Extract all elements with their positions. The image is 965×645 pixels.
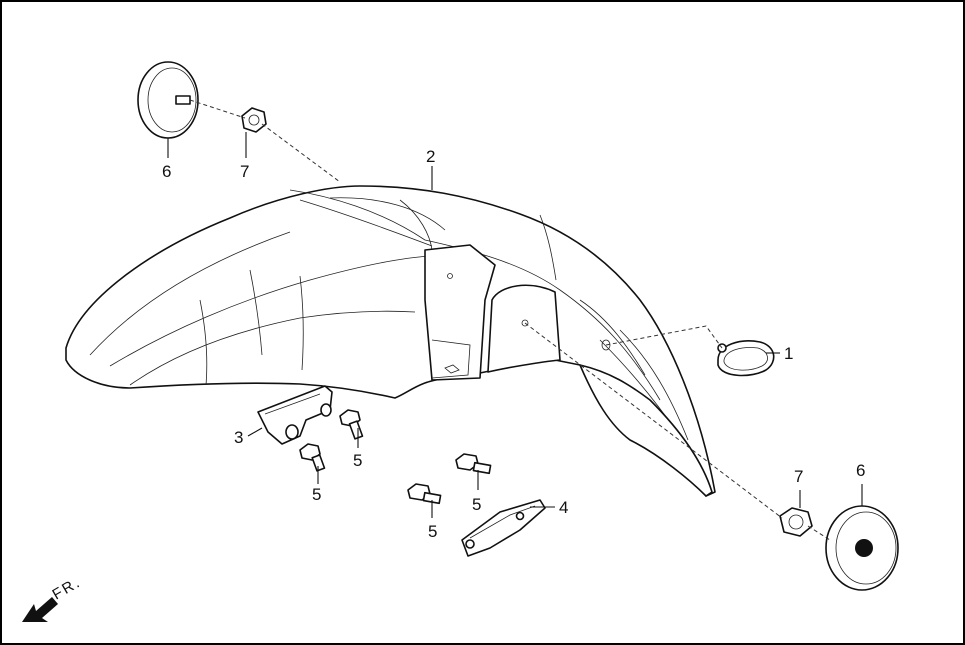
callout-6-a: 6 [162, 162, 171, 181]
callout-5-b: 5 [312, 485, 321, 504]
bracket-left [257, 385, 333, 445]
front-arrow-icon [22, 597, 58, 622]
bolt-1 [339, 409, 364, 440]
callout-5-a: 5 [353, 451, 362, 470]
callout-2: 2 [426, 147, 435, 166]
cap-bottom-right [825, 505, 899, 591]
callout-7-a: 7 [240, 162, 249, 181]
callout-7-b: 7 [794, 467, 803, 486]
bolt-3 [455, 453, 492, 475]
callout-4: 4 [559, 498, 568, 517]
assembly-lines [189, 99, 831, 541]
bracket-right [461, 499, 546, 557]
callout-1: 1 [784, 344, 793, 363]
front-direction-indicator: FR. [22, 574, 84, 622]
callout-3: 3 [234, 428, 243, 447]
nut-bottom [779, 507, 813, 537]
reflector [717, 340, 775, 377]
bolt-4 [407, 483, 442, 505]
callout-5-d: 5 [428, 522, 437, 541]
nut-top [241, 107, 267, 133]
front-direction-label: FR. [50, 574, 85, 604]
bolt-2 [299, 443, 326, 472]
leader-lines [167, 132, 863, 518]
callout-5-c: 5 [472, 495, 481, 514]
callout-6-b: 6 [856, 461, 865, 480]
front-fender [65, 185, 716, 497]
cap-top-left [137, 61, 199, 139]
